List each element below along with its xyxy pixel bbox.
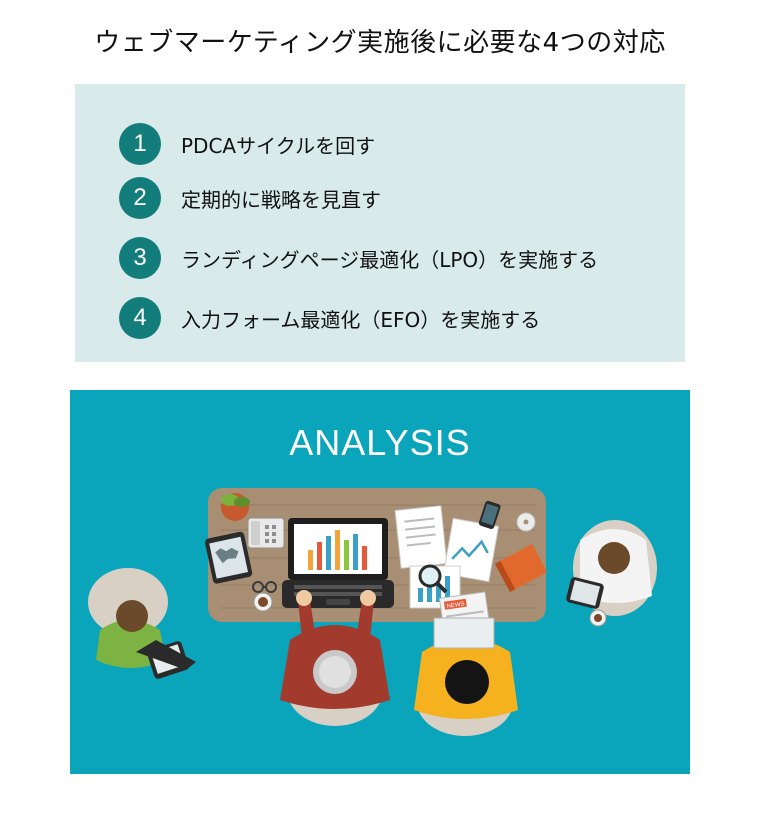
- step-label: 入力フォーム最適化（EFO）を実施する: [181, 307, 541, 332]
- disc-icon: [516, 512, 536, 532]
- person-right: [566, 520, 657, 627]
- steps-panel: 1 PDCAサイクルを回す 2 定期的に戦略を見直す 3 ランディングページ最適…: [75, 84, 685, 362]
- step-number-badge: 3: [119, 237, 161, 279]
- glasses-icon: [252, 581, 277, 593]
- plant-icon: [221, 493, 250, 521]
- step-label: 定期的に戦略を見直す: [181, 187, 381, 212]
- step-label: PDCAサイクルを回す: [181, 133, 376, 158]
- person-center: [280, 590, 390, 726]
- analysis-illustration: ANALYSIS: [70, 390, 690, 774]
- step-label: ランディングページ最適化（LPO）を実施する: [181, 247, 599, 272]
- book-icon: [494, 544, 548, 592]
- step-number-badge: 1: [119, 123, 161, 165]
- person-bottom-right: [414, 617, 518, 736]
- desk-phone-icon: [247, 517, 285, 549]
- person-left: [88, 568, 196, 679]
- smartphone-icon: [478, 500, 501, 530]
- meeting-scene-image: NEWS: [88, 488, 657, 736]
- step-item-3: 3 ランディングページ最適化（LPO）を実施する: [119, 236, 598, 280]
- step-number-badge: 2: [119, 177, 161, 219]
- newspaper-label: NEWS: [446, 601, 465, 609]
- coffee-cup-icon: [253, 592, 273, 612]
- analysis-heading: ANALYSIS: [289, 422, 471, 463]
- page-title: ウェブマーケティング実施後に必要な4つの対応: [94, 28, 666, 58]
- step-item-2: 2 定期的に戦略を見直す: [119, 176, 381, 220]
- step-item-4: 4 入力フォーム最適化（EFO）を実施する: [119, 296, 540, 340]
- tablet-map-icon: [205, 531, 253, 584]
- magnifier-icon: [418, 564, 448, 594]
- step-number-badge: 4: [119, 297, 161, 339]
- step-item-1: 1 PDCAサイクルを回す: [119, 122, 375, 166]
